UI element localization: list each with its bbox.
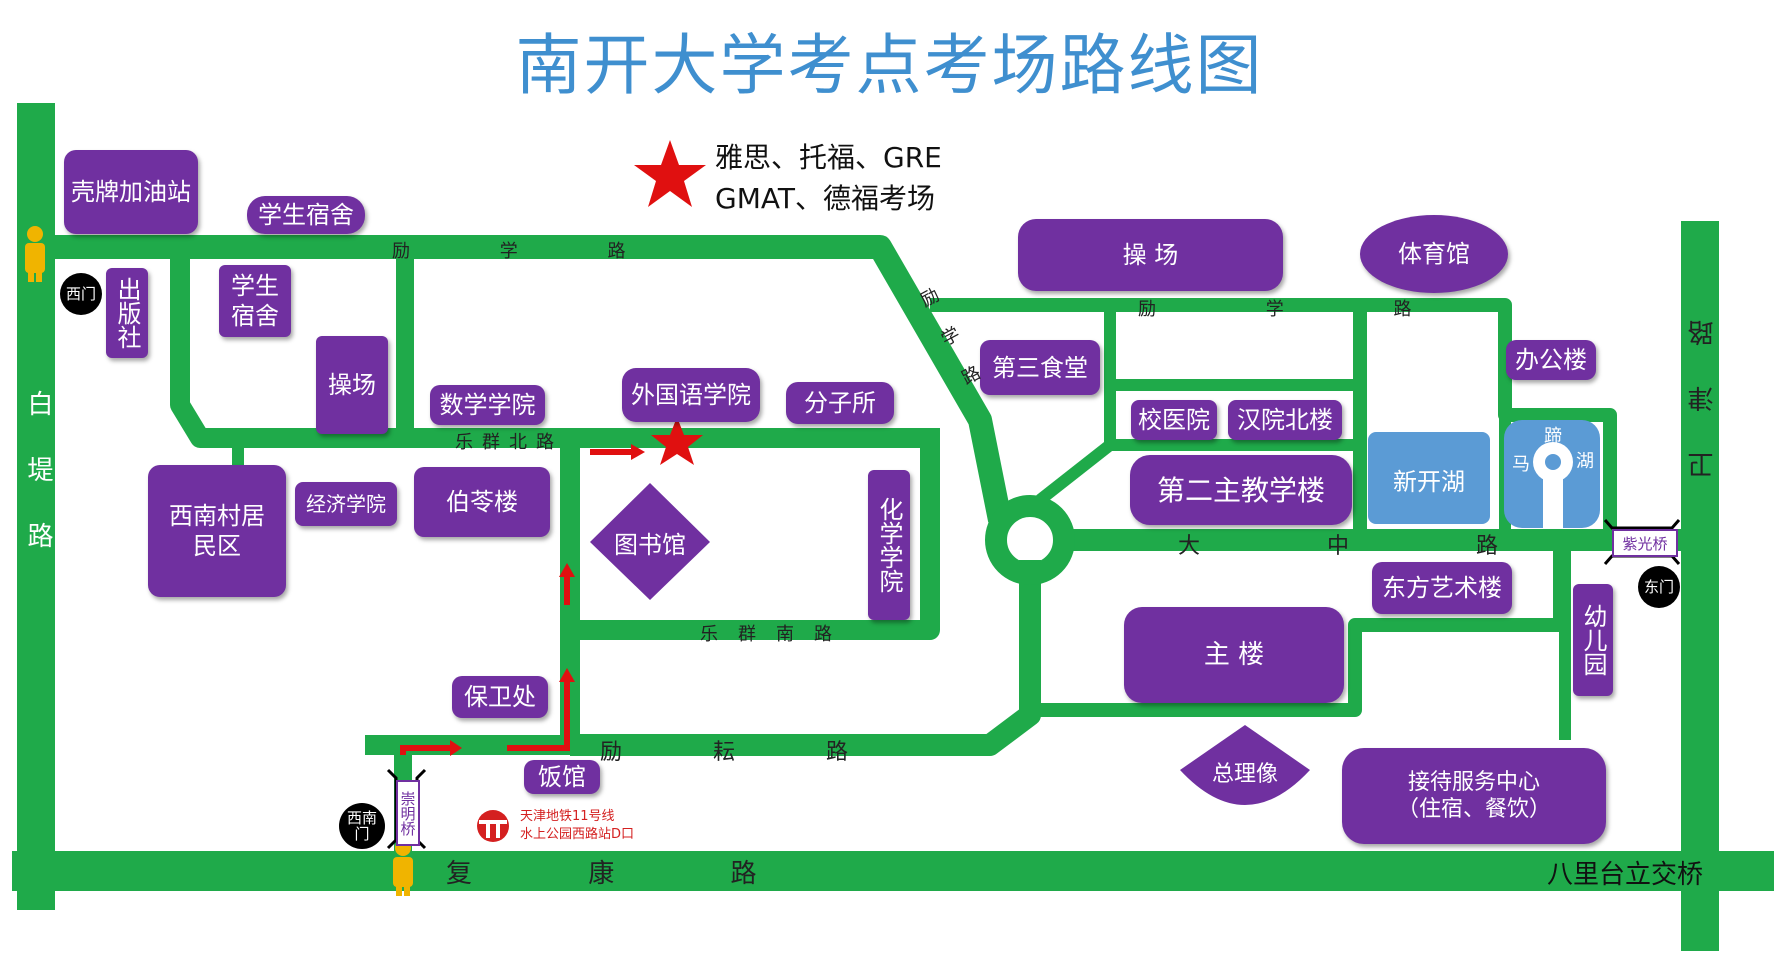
economics-school[interactable]: 经济学院 xyxy=(295,482,397,526)
legend-star-icon xyxy=(634,140,706,207)
roundabout xyxy=(985,495,1075,585)
road-lixue-east: 励 学 路 xyxy=(1138,299,1464,320)
playground-small[interactable]: 操场 xyxy=(316,336,388,434)
gym[interactable]: 体育馆 xyxy=(1360,215,1508,293)
road-lixue-north: 励 学 路 xyxy=(392,241,668,262)
mati-lake-right: 湖 xyxy=(1576,451,1594,472)
security-office[interactable]: 保卫处 xyxy=(452,676,548,718)
zongli-statue[interactable] xyxy=(1180,725,1310,805)
road-fukang: 复 康 路 xyxy=(446,859,811,889)
east-gate[interactable]: 东门 xyxy=(1638,566,1680,608)
reception-center[interactable]: 接待服务中心 （住宿、餐饮） xyxy=(1342,748,1606,844)
weijin-road xyxy=(1681,221,1719,951)
west-gate[interactable]: 西门 xyxy=(60,273,102,315)
zongli-statue-label: 总理像 xyxy=(1211,762,1278,787)
road-balitai: 八里台立交桥 xyxy=(1547,860,1704,890)
reception-line-1: 接待服务中心 xyxy=(1407,769,1540,795)
reception-line-2: （住宿、餐饮） xyxy=(1396,797,1551,822)
library-label: 图书馆 xyxy=(614,531,686,559)
boling-building[interactable]: 伯苓楼 xyxy=(414,467,550,537)
road-liyun: 励 耘 路 xyxy=(600,740,890,765)
dorm-left[interactable]: 学生宿舍 xyxy=(219,265,291,337)
southwest-gate[interactable]: 西南门 xyxy=(339,803,385,849)
chemistry-school[interactable]: 化学学院 xyxy=(868,470,910,620)
kindergarten[interactable]: 幼儿园 xyxy=(1573,584,1613,696)
shell-station[interactable]: 壳牌加油站 xyxy=(64,150,198,234)
fukang-road xyxy=(12,851,1774,891)
metro-line-1: 天津地铁11号线 xyxy=(520,809,615,824)
ziguang-bridge: 紫光桥 xyxy=(1612,529,1678,557)
mati-lake-left: 马 xyxy=(1512,454,1530,475)
legend-line-2: GMAT、德福考场 xyxy=(715,181,935,215)
road-lequn-south: 乐群南路 xyxy=(700,624,852,645)
canteen-3[interactable]: 第三食堂 xyxy=(980,340,1100,395)
xinkai-lake[interactable] xyxy=(1368,432,1490,524)
molecular-institute[interactable]: 分子所 xyxy=(786,382,894,424)
legend: 雅思、托福、GRE GMAT、德福考场 xyxy=(715,138,942,219)
restaurant[interactable]: 饭馆 xyxy=(524,760,600,794)
route-arrows xyxy=(400,444,645,756)
main-building[interactable]: 主 楼 xyxy=(1124,607,1344,703)
road-weijin: 卫津路 xyxy=(1688,280,1718,478)
metro-line-2: 水上公园西路站D口 xyxy=(520,827,635,843)
clinic[interactable]: 校医院 xyxy=(1131,400,1217,440)
publisher[interactable]: 出版社 xyxy=(106,268,148,358)
dongfang-art-building[interactable]: 东方艺术楼 xyxy=(1372,562,1512,614)
west-person-icon xyxy=(25,226,45,282)
library[interactable] xyxy=(590,483,710,600)
metro-info: 天津地铁11号线 水上公园西路站D口 xyxy=(520,808,634,844)
road-baiti: 白堤路 xyxy=(23,390,53,588)
road-dazhong: 大 中 路 xyxy=(1178,534,1558,559)
foreign-language-school[interactable]: 外国语学院 xyxy=(622,368,760,422)
page-title: 南开大学考点考场路线图 xyxy=(515,27,1264,104)
road-lequn-north: 乐群北路 xyxy=(455,432,563,453)
mati-lake-top: 蹄 xyxy=(1544,426,1562,447)
xinkai-lake-label: 新开湖 xyxy=(1393,468,1465,496)
math-school[interactable]: 数学学院 xyxy=(430,385,545,425)
xinan-village[interactable]: 西南村居民区 xyxy=(148,465,286,597)
hanyuan-building[interactable]: 汉院北楼 xyxy=(1228,400,1342,440)
playground-big[interactable]: 操 场 xyxy=(1018,219,1283,291)
office-building[interactable]: 办公楼 xyxy=(1506,340,1596,380)
exam-site-star xyxy=(651,417,703,465)
chongming-bridge: 崇明桥 xyxy=(396,780,420,846)
second-main-teaching[interactable]: 第二主教学楼 xyxy=(1130,455,1352,525)
metro-logo-icon xyxy=(477,810,509,842)
legend-line-1: 雅思、托福、GRE xyxy=(715,141,942,174)
dorm-top[interactable]: 学生宿舍 xyxy=(247,196,365,234)
